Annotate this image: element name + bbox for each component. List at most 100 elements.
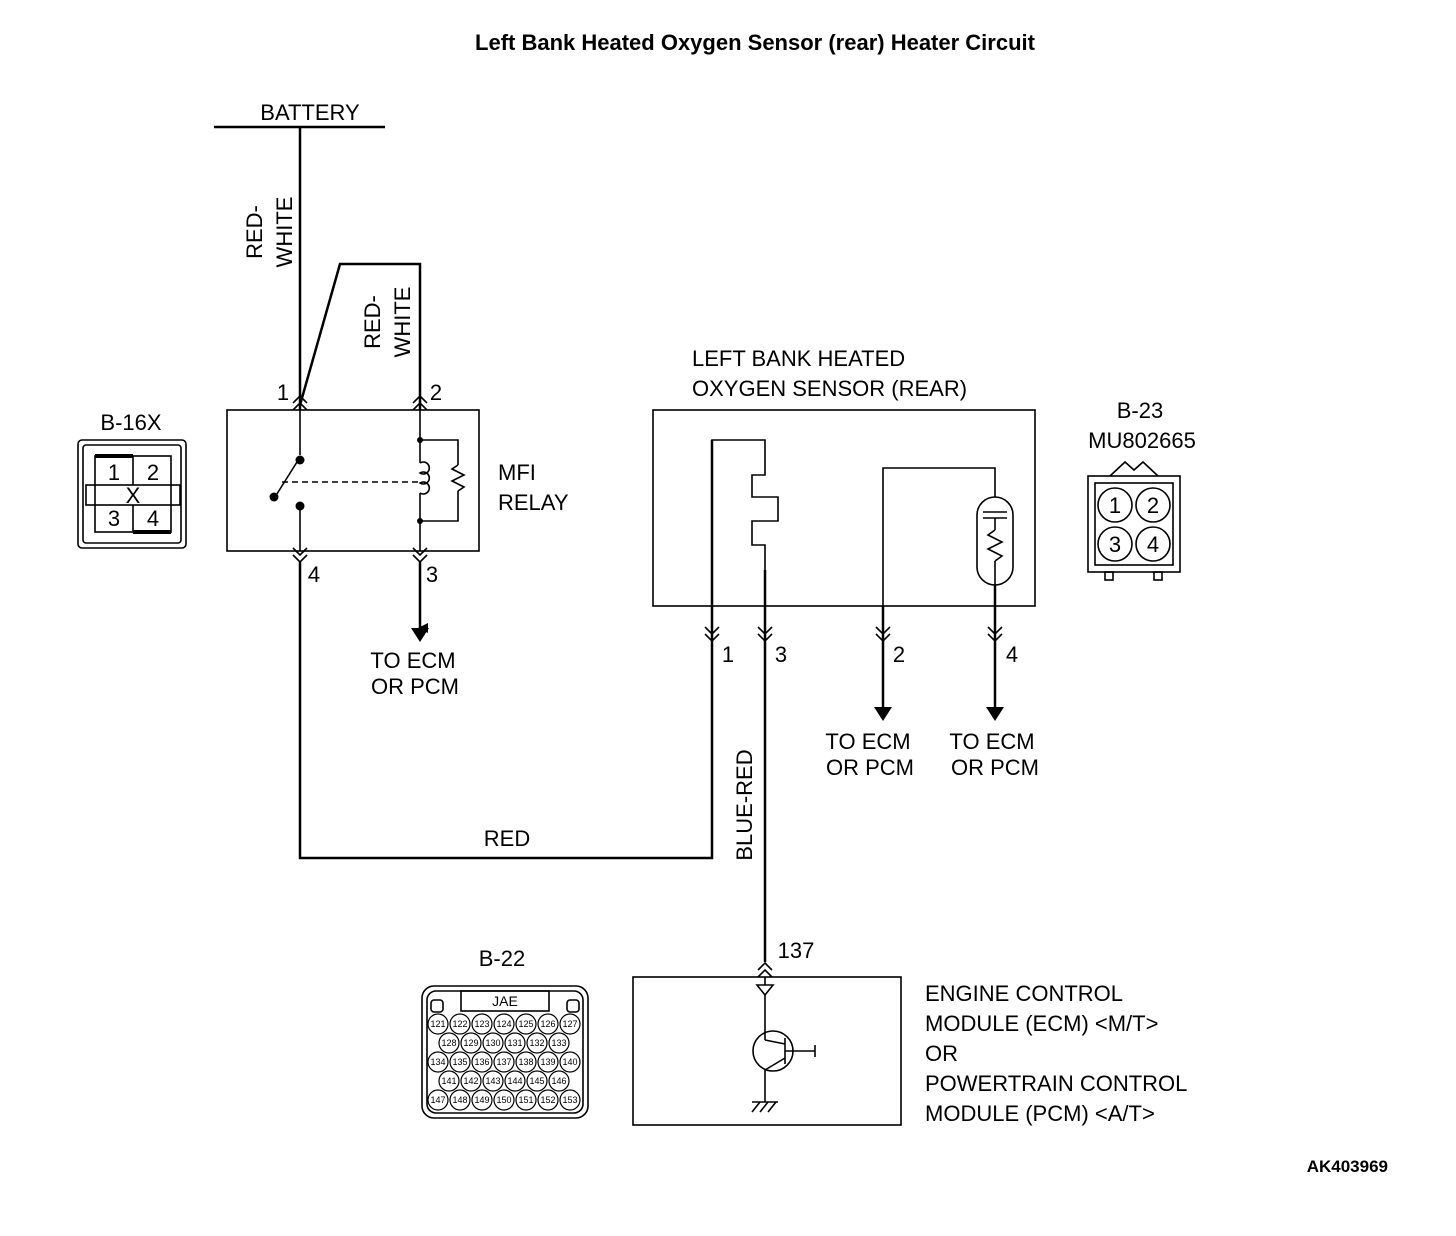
sensor-pin-4: 4 bbox=[1006, 642, 1018, 667]
b23-pin-3: 3 bbox=[1109, 532, 1121, 557]
b16x-pin-1: 1 bbox=[108, 460, 120, 485]
b22-pin-circle bbox=[493, 1013, 515, 1035]
mfi-relay-box bbox=[226, 409, 480, 552]
ecm-label-1: ENGINE CONTROL bbox=[925, 981, 1123, 1006]
wire-color-label-1a: RED- bbox=[242, 205, 267, 259]
b22-pin-circle bbox=[515, 1013, 537, 1035]
ecm-label-4: POWERTRAIN CONTROL bbox=[925, 1071, 1187, 1096]
arrow-sensor-pin4 bbox=[986, 707, 1004, 721]
ecm-label-5: MODULE (PCM) <A/T> bbox=[925, 1101, 1155, 1126]
b22-pin-circle bbox=[537, 1089, 559, 1111]
b23-connector bbox=[1087, 460, 1181, 581]
ecm-box bbox=[632, 976, 902, 1126]
b22-pin-label: 134 bbox=[430, 1057, 445, 1067]
b22-pin-circle bbox=[482, 1070, 504, 1092]
figure-code: AK403969 bbox=[1307, 1157, 1388, 1176]
oxygen-sensor-box bbox=[652, 409, 1036, 607]
b22-pin-circle bbox=[548, 1070, 570, 1092]
sensor-label-2: OXYGEN SENSOR (REAR) bbox=[692, 376, 967, 401]
b22-pin-label: 132 bbox=[529, 1038, 544, 1048]
b22-pin-label: 123 bbox=[474, 1019, 489, 1029]
mfi-relay-label-1: MFI bbox=[498, 460, 536, 485]
b22-pin-label: 148 bbox=[452, 1095, 467, 1105]
b22-pin-label: 130 bbox=[485, 1038, 500, 1048]
b22-pin-circle bbox=[438, 1032, 460, 1054]
pin4-dest-2: OR PCM bbox=[951, 755, 1039, 780]
b22-pin-label: 137 bbox=[496, 1057, 511, 1067]
b23-part-number: MU802665 bbox=[1088, 428, 1196, 453]
b22-pin-label: 145 bbox=[529, 1076, 544, 1086]
b22-pin-circle bbox=[460, 1070, 482, 1092]
b22-pin-label: 149 bbox=[474, 1095, 489, 1105]
relay-coil bbox=[417, 410, 466, 551]
wire-red bbox=[298, 562, 714, 860]
b22-id: B-22 bbox=[479, 946, 525, 971]
wire-color-label-1b: WHITE bbox=[272, 197, 297, 268]
b22-pin-circle bbox=[515, 1089, 537, 1111]
b22-pin-circle bbox=[427, 1013, 449, 1035]
b22-pin-circle bbox=[449, 1051, 471, 1073]
b22-pin-circle bbox=[427, 1051, 449, 1073]
b22-pin-circle bbox=[559, 1013, 581, 1035]
b16x-pin-3: 3 bbox=[108, 506, 120, 531]
b22-connector bbox=[421, 985, 589, 1119]
sensor-element bbox=[881, 467, 1014, 640]
relay-pin-3: 3 bbox=[426, 562, 438, 587]
b22-pin-circle bbox=[559, 1089, 581, 1111]
battery-label: BATTERY bbox=[260, 100, 360, 125]
b22-pin-label: 150 bbox=[496, 1095, 511, 1105]
b22-pin-label: 129 bbox=[463, 1038, 478, 1048]
b16x-id: B-16X bbox=[100, 410, 161, 435]
ecm-transistor bbox=[751, 977, 816, 1113]
b22-pin-circle bbox=[493, 1051, 515, 1073]
diagram-title: Left Bank Heated Oxygen Sensor (rear) He… bbox=[475, 30, 1036, 55]
b22-pin-label: 152 bbox=[540, 1095, 555, 1105]
sensor-pin-3: 3 bbox=[775, 642, 787, 667]
b16x-connector bbox=[77, 439, 187, 549]
b22-pin-label: 128 bbox=[441, 1038, 456, 1048]
ecm-label-2: MODULE (ECM) <M/T> bbox=[925, 1011, 1158, 1036]
b22-pin-label: 136 bbox=[474, 1057, 489, 1067]
b22-pin-label: 142 bbox=[463, 1076, 478, 1086]
b22-pin-label: 140 bbox=[562, 1057, 577, 1067]
b22-pin-circle bbox=[504, 1070, 526, 1092]
b22-pin-label: 131 bbox=[507, 1038, 522, 1048]
b22-pin-circle bbox=[449, 1089, 471, 1111]
relay-pin-1: 1 bbox=[277, 380, 289, 405]
b22-pin-circle bbox=[526, 1032, 548, 1054]
b23-id: B-23 bbox=[1117, 398, 1163, 423]
sensor-pin-2: 2 bbox=[893, 642, 905, 667]
b22-pin-label: 143 bbox=[485, 1076, 500, 1086]
arrow-sensor-pin2 bbox=[874, 707, 892, 721]
b22-pin-circle bbox=[460, 1032, 482, 1054]
b22-pin-label: 121 bbox=[430, 1019, 445, 1029]
relay-switch bbox=[269, 410, 418, 551]
b22-pin-label: 126 bbox=[540, 1019, 555, 1029]
b22-pin-circle bbox=[537, 1013, 559, 1035]
b23-pin-4: 4 bbox=[1147, 532, 1159, 557]
b22-pin-circle bbox=[471, 1051, 493, 1073]
b22-pin-circle bbox=[471, 1013, 493, 1035]
b16x-pin-2: 2 bbox=[147, 460, 159, 485]
b22-pin-circle bbox=[504, 1032, 526, 1054]
b22-pin-circle bbox=[559, 1051, 581, 1073]
ecm-label-3: OR bbox=[925, 1041, 958, 1066]
sensor-pin-chevrons bbox=[704, 626, 1003, 643]
b22-pin-label: 139 bbox=[540, 1057, 555, 1067]
arrow-pin3 bbox=[411, 628, 429, 642]
sensor-heater-element bbox=[710, 439, 779, 640]
b22-pin-circle bbox=[471, 1089, 493, 1111]
b22-pin-label: 127 bbox=[562, 1019, 577, 1029]
b22-pin-label: 122 bbox=[452, 1019, 467, 1029]
b22-pin-label: 133 bbox=[551, 1038, 566, 1048]
b22-pin-circle bbox=[537, 1051, 559, 1073]
b22-pin-circle bbox=[515, 1051, 537, 1073]
b22-brand: JAE bbox=[492, 993, 518, 1009]
wire-red-label: RED bbox=[484, 826, 530, 851]
b22-pin-label: 135 bbox=[452, 1057, 467, 1067]
relay-pin-4: 4 bbox=[308, 562, 320, 587]
ecm-pin-137: 137 bbox=[778, 938, 815, 963]
wire-branch-pin2 bbox=[298, 262, 422, 410]
b22-pin-circle bbox=[449, 1013, 471, 1035]
